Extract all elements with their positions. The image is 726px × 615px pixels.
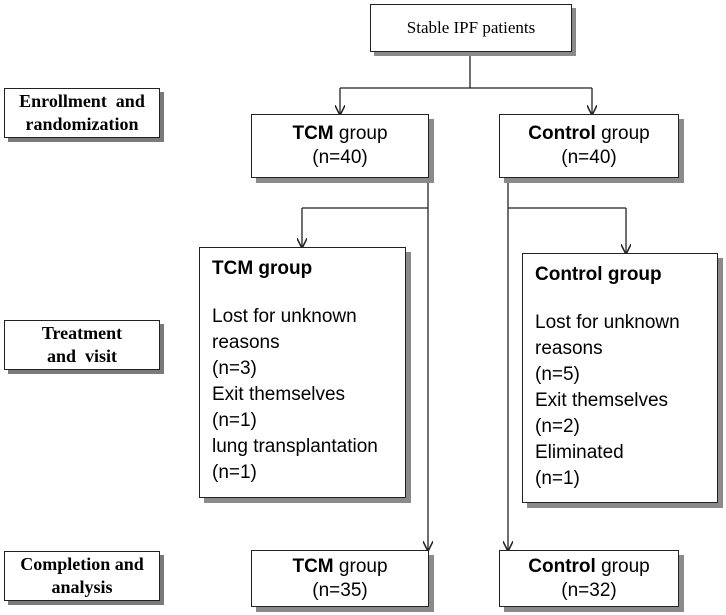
tcm-completion-title-rest: group <box>333 555 388 577</box>
control-treatment-line: Eliminated <box>535 442 624 463</box>
tcm-completion-count: (n=35) <box>312 579 368 601</box>
tcm-completion-title: TCM group <box>292 555 387 579</box>
tcm-treatment-line: Lost for unknown <box>212 306 357 327</box>
tcm-enrollment-box: TCM group (n=40) <box>251 114 429 178</box>
tcm-completion-title-bold: TCM <box>292 555 334 577</box>
stage-enrollment-line1: Enrollment and <box>19 91 145 111</box>
stage-enrollment-box: Enrollment and randomization <box>4 88 160 138</box>
tcm-treatment-line: (n=3) <box>212 358 257 379</box>
stable-ipf-patients-box: Stable IPF patients <box>370 4 572 52</box>
stage-treatment-line1: Treatment <box>41 323 123 343</box>
control-enrollment-title-rest: group <box>595 123 650 144</box>
stable-ipf-patients-label: Stable IPF patients <box>406 18 536 37</box>
control-completion-count: (n=32) <box>561 579 617 601</box>
stage-completion-box: Completion and analysis <box>4 551 160 601</box>
control-enrollment-box: Control group (n=40) <box>499 114 679 178</box>
control-completion-title: Control group <box>528 555 649 579</box>
tcm-treatment-line: (n=1) <box>212 410 257 431</box>
tcm-treatment-title: TCM group <box>212 258 313 279</box>
control-treatment-line: (n=1) <box>535 468 580 489</box>
control-completion-box: Control group (n=32) <box>499 550 679 607</box>
tcm-treatment-line: reasons <box>212 332 280 353</box>
tcm-enrollment-title: TCM group <box>292 122 387 146</box>
tcm-treatment-box: TCM group Lost for unknown reasons (n=3)… <box>199 247 406 498</box>
stage-completion-line2: analysis <box>51 577 113 597</box>
control-treatment-title: Control group <box>535 264 662 285</box>
tcm-enrollment-count: (n=40) <box>312 147 368 168</box>
control-treatment-line: (n=2) <box>535 416 580 437</box>
tcm-treatment-line: (n=1) <box>212 462 257 483</box>
stage-treatment-line2: and visit <box>46 346 118 366</box>
control-enrollment-title-bold: Control <box>528 123 596 144</box>
control-treatment-box: Control group Lost for unknown reasons (… <box>522 253 718 503</box>
tcm-enrollment-title-bold: TCM <box>292 123 334 144</box>
stage-enrollment-line2: randomization <box>25 114 139 134</box>
tcm-treatment-line: lung transplantation <box>212 436 378 457</box>
control-treatment-line: Exit themselves <box>535 390 669 411</box>
control-treatment-line: (n=5) <box>535 364 580 385</box>
stage-treatment-box: Treatment and visit <box>4 320 160 370</box>
control-treatment-line: reasons <box>535 338 603 359</box>
control-enrollment-count: (n=40) <box>561 147 617 168</box>
control-completion-title-bold: Control <box>528 555 596 577</box>
tcm-treatment-line: Exit themselves <box>212 384 346 405</box>
control-enrollment-title: Control group <box>528 122 649 146</box>
control-completion-title-rest: group <box>595 555 650 577</box>
stage-completion-line1: Completion and <box>20 554 144 574</box>
tcm-enrollment-title-rest: group <box>333 123 388 144</box>
tcm-completion-box: TCM group (n=35) <box>251 550 429 607</box>
control-treatment-line: Lost for unknown <box>535 312 680 333</box>
